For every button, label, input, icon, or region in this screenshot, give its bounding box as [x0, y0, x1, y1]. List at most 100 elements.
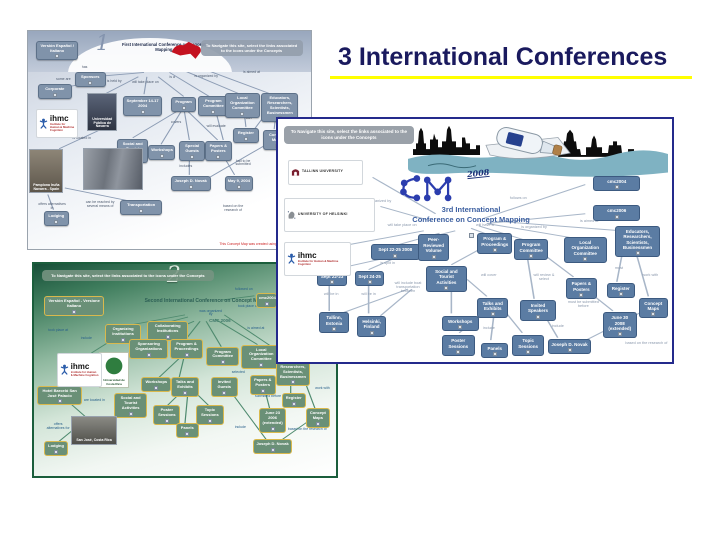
- concept-node[interactable]: Local Organization Committee: [563, 236, 607, 264]
- concept-node[interactable]: Social and Tourist Activities: [114, 393, 148, 418]
- link-phrase: is a: [169, 74, 175, 79]
- ihmc-subtitle: Institute for Human & Machine Cognition: [297, 258, 339, 266]
- ihmc-person-icon: [39, 118, 48, 129]
- concept-node[interactable]: May 9, 2004: [224, 175, 253, 191]
- concept-node[interactable]: Helsinki, Finland: [356, 315, 387, 337]
- concept-node[interactable]: Register: [233, 128, 259, 143]
- link-phrase: work with: [642, 273, 659, 278]
- link-phrase: is organized by: [194, 73, 219, 78]
- ihmc-logo[interactable]: ihmc Institute for Human & Machine Cogni…: [35, 109, 79, 138]
- concept-node[interactable]: Topic Sessions: [512, 335, 544, 357]
- concept-node[interactable]: Concept Maps: [638, 297, 669, 319]
- concept-node[interactable]: Talks and Exhibits: [476, 297, 509, 319]
- concept-node[interactable]: Local Organization Committee: [224, 93, 261, 118]
- concept-node[interactable]: Topic Sessions: [195, 404, 225, 425]
- link-phrase: include: [234, 425, 246, 430]
- concept-node[interactable]: Register: [606, 283, 635, 299]
- link-phrase: follows on: [509, 195, 527, 200]
- link-phrase: must be submitted before: [567, 300, 599, 309]
- cmc2004-title: First International Conference on Concep…: [121, 41, 206, 53]
- concept-node[interactable]: Register: [281, 393, 306, 409]
- concept-node[interactable]: Tallinn, Estonia: [319, 312, 349, 333]
- concept-node[interactable]: Joseph D. Novak: [252, 438, 293, 454]
- concept-node[interactable]: Hotel Barceló San José Palacio: [37, 385, 83, 406]
- concept-node[interactable]: Poster Sessions: [441, 335, 475, 357]
- concept-node[interactable]: Program Committee: [206, 346, 240, 367]
- sea: [408, 150, 669, 178]
- photo-node[interactable]: San José, Costa Rica: [71, 415, 117, 446]
- concept-node[interactable]: Versión Español - Versione Italiano: [43, 296, 105, 317]
- concept-node[interactable]: Program: [170, 97, 197, 113]
- concept-node[interactable]: Joseph D. Novak: [547, 338, 592, 355]
- concept-node[interactable]: Program & Proceedings: [476, 233, 513, 254]
- concept-node[interactable]: Program & Proceedings: [169, 339, 204, 359]
- concept-node[interactable]: Program Committee: [514, 239, 548, 261]
- concept-node[interactable]: September 14-17 2004: [122, 96, 163, 116]
- link-phrase: include: [551, 324, 564, 329]
- concept-node[interactable]: Poster Sessions: [153, 404, 181, 425]
- link-phrase: can be reached by several means of: [85, 200, 115, 208]
- concept-node[interactable]: cmc2006: [593, 205, 641, 221]
- concept-node[interactable]: Panels: [480, 342, 509, 358]
- photo-node[interactable]: Universidad Pública de Navarra: [87, 93, 118, 132]
- concept-node[interactable]: Peer-Reviewed Volume: [417, 234, 450, 261]
- photo-node[interactable]: [82, 147, 144, 191]
- concept-node[interactable]: Invited Guests: [210, 377, 238, 397]
- concept-node[interactable]: Papers & Posters: [204, 141, 232, 161]
- concept-node[interactable]: Sept 22-25 2008: [370, 244, 420, 260]
- concept-node[interactable]: Papers & Posters: [565, 278, 598, 299]
- concept-node[interactable]: Workshops: [441, 315, 479, 332]
- link-phrase: is organized by: [365, 199, 392, 204]
- link-phrase: is aimed at: [243, 70, 261, 75]
- concept-node[interactable]: Workshops: [141, 377, 172, 393]
- concept-node[interactable]: Joseph D. Novak: [170, 175, 211, 191]
- concept-node[interactable]: Sponsoring Organizations: [129, 339, 169, 359]
- concept-node[interactable]: Special Guests: [179, 141, 205, 161]
- link-phrase: took place at: [48, 327, 69, 332]
- concept-node[interactable]: Versión Español / Italiano: [35, 40, 79, 61]
- concept-node[interactable]: Invited Speakers: [520, 300, 556, 321]
- concept-node[interactable]: Educators, Researchers, Scientists, Busi…: [614, 225, 661, 258]
- cmc2006-subtitle: CMC 2006: [209, 318, 231, 324]
- link-phrase: some are: [56, 76, 71, 81]
- concept-node[interactable]: cmc2004: [593, 176, 641, 192]
- concept-node[interactable]: Papers & Posters: [249, 375, 276, 395]
- tallinn-university-logo[interactable]: TALLINN UNIVERSITY: [287, 160, 363, 185]
- concept-node[interactable]: Workshops: [148, 145, 176, 161]
- link-phrase: will have a: [475, 223, 494, 228]
- ihmc-person-icon: [287, 253, 296, 264]
- university-of-helsinki-logo[interactable]: UNIVERSITY OF HELSINKI: [283, 197, 375, 232]
- concept-node[interactable]: Panels: [175, 423, 199, 438]
- concept-node[interactable]: Local Organization Committee: [240, 344, 282, 369]
- concept-node[interactable]: Lodging: [43, 441, 69, 456]
- link-phrase: had to be submitted: [235, 158, 251, 167]
- link-phrase: has: [81, 64, 88, 69]
- concept-node[interactable]: Sponsors: [74, 72, 106, 88]
- ihmc-logo[interactable]: ihmc Institute for Human & Machine Cogni…: [56, 353, 102, 387]
- concept-node[interactable]: Social and Tourist Activities: [425, 266, 468, 293]
- link-phrase: will review & select: [533, 273, 555, 282]
- ihmc-logo[interactable]: ihmc Institute for Human & Machine Cogni…: [283, 241, 351, 276]
- link-phrase: include: [80, 336, 92, 341]
- message-bottle-icon: [496, 127, 563, 156]
- concept-node[interactable]: Corporate: [37, 84, 72, 100]
- concept-node[interactable]: Collaborating Institutions: [147, 321, 189, 341]
- link-phrase: took place on: [238, 304, 259, 309]
- concept-node[interactable]: Concept Maps: [305, 408, 330, 428]
- concept-node[interactable]: Sept 24-25: [354, 270, 385, 287]
- photo-node[interactable]: Universidad de Costa Rica: [98, 351, 130, 388]
- link-phrase: offers alternatives for: [46, 422, 70, 430]
- bull-icon: [171, 41, 201, 59]
- concept-node[interactable]: Talks and Exhibits: [171, 377, 199, 397]
- concept-node[interactable]: Transportation: [119, 199, 163, 215]
- concept-links: [47, 63, 278, 210]
- concept-node[interactable]: Lodging: [43, 210, 70, 226]
- photo-node[interactable]: Pamplona Iruña Navarra - Spain: [29, 148, 64, 194]
- ihmc-wordmark: ihmc: [70, 363, 90, 372]
- concept-node[interactable]: June 30 2008 (extended): [603, 312, 637, 339]
- concept-node[interactable]: June 23 2006 (extended): [258, 408, 287, 433]
- link-phrase: was organized by: [199, 308, 222, 317]
- concept-node[interactable]: cmc2004: [255, 293, 278, 309]
- cm-logo-year: 2008: [466, 166, 490, 179]
- link-phrase: are located in: [83, 397, 105, 402]
